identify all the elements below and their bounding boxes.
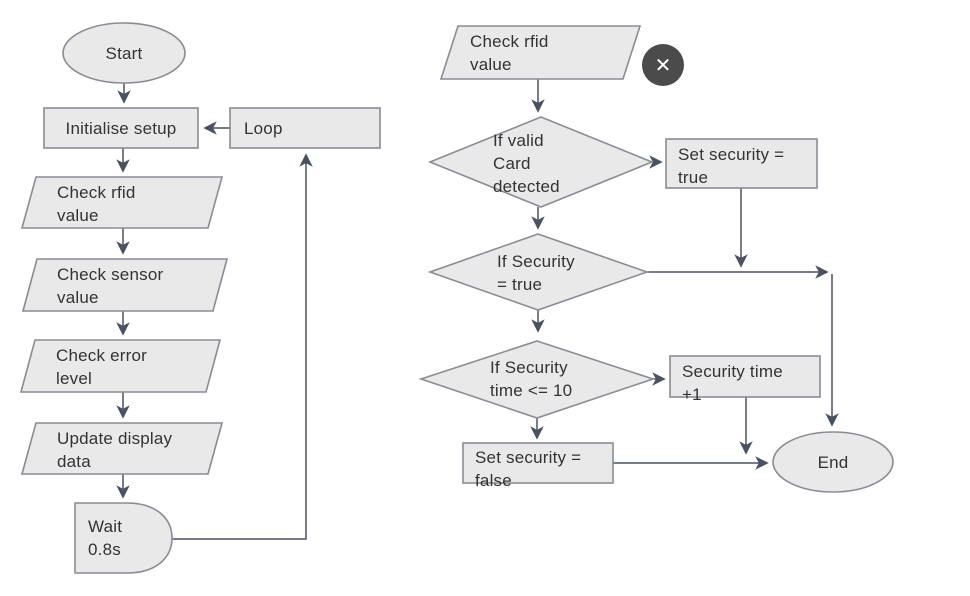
check-sensor-parallelogram bbox=[21, 258, 229, 312]
set-security-false-label: Set security = false bbox=[475, 448, 582, 490]
if-security-time-label: If Security time <= 10 bbox=[490, 358, 573, 400]
set-security-true-label: Set security = true bbox=[678, 145, 785, 187]
set-security-true-box bbox=[665, 138, 818, 189]
loop-label: Loop bbox=[244, 119, 283, 138]
if-security-true-label: If Security = true bbox=[497, 252, 575, 294]
check-rfid-left-label: Check rfid value bbox=[57, 183, 136, 225]
close-icon: ✕ bbox=[654, 54, 672, 77]
update-display-parallelogram bbox=[20, 422, 224, 475]
if-security-true-diamond bbox=[427, 233, 650, 311]
wait-label: Wait 0.8s bbox=[88, 517, 123, 559]
check-rfid-parallelogram-left bbox=[20, 176, 224, 229]
check-rfid-parallelogram-right bbox=[439, 25, 642, 80]
if-security-time-diamond bbox=[418, 340, 656, 419]
if-valid-card-label: If valid Card detected bbox=[493, 131, 560, 196]
initialise-setup-box bbox=[43, 107, 199, 149]
wait-delay-shape bbox=[74, 502, 173, 574]
end-terminator bbox=[772, 431, 894, 493]
start-terminator bbox=[62, 22, 186, 84]
security-time-inc-label: Security time +1 bbox=[682, 362, 783, 404]
initialise-setup-label: Initialise setup bbox=[65, 119, 177, 138]
end-label: End bbox=[817, 453, 849, 472]
check-error-parallelogram bbox=[19, 339, 222, 393]
connector-wait-to-loop bbox=[172, 153, 313, 540]
if-valid-card-diamond bbox=[427, 116, 655, 208]
update-display-label: Update display data bbox=[57, 429, 173, 471]
loop-box bbox=[229, 107, 381, 149]
set-security-false-box bbox=[462, 442, 614, 484]
close-button[interactable]: ✕ bbox=[642, 44, 684, 86]
check-rfid-right-label: Check rfid value bbox=[470, 32, 549, 74]
start-label: Start bbox=[105, 44, 143, 63]
check-error-label: Check error level bbox=[56, 346, 148, 388]
check-sensor-label: Check sensor value bbox=[57, 265, 164, 307]
security-time-inc-box bbox=[669, 355, 821, 398]
